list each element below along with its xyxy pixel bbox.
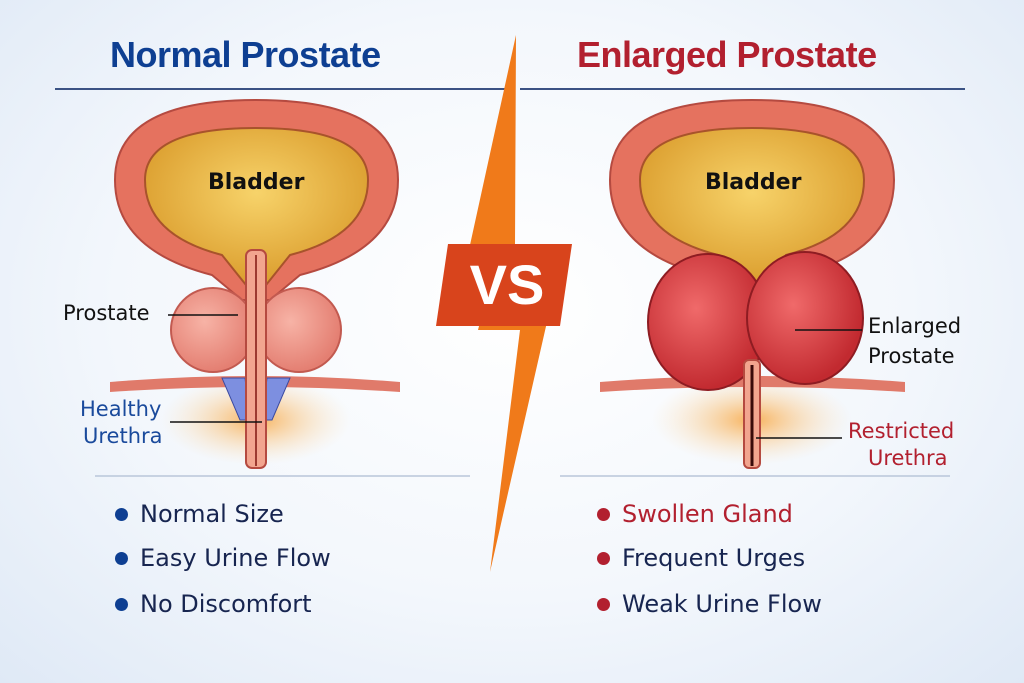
bullet-text: Normal Size xyxy=(140,500,284,528)
enlarged-prostate-title: Enlarged Prostate xyxy=(577,34,877,75)
bullet-text: No Discomfort xyxy=(140,590,312,618)
bladder-label-left: Bladder xyxy=(208,170,305,195)
enlarged-prostate-label-1: Enlarged xyxy=(868,314,962,338)
healthy-urethra-label-1: Healthy xyxy=(80,397,162,421)
bullet-dot xyxy=(597,507,610,521)
bullet-text: Frequent Urges xyxy=(622,544,806,572)
bullet-dot xyxy=(115,551,128,565)
vs-label: VS xyxy=(469,253,545,316)
bullet-dot xyxy=(115,597,128,611)
bullet-text: Weak Urine Flow xyxy=(622,590,822,618)
enlarged-prostate-label-2: Prostate xyxy=(868,344,955,368)
left-bullet-2: Easy Urine Flow xyxy=(115,544,331,572)
bullet-dot xyxy=(597,551,610,565)
restricted-urethra-label-2: Urethra xyxy=(868,446,948,470)
bullet-dot xyxy=(597,597,610,611)
bullet-dot xyxy=(115,507,128,521)
restricted-urethra-label-1: Restricted xyxy=(848,419,955,443)
healthy-urethra-label-2: Urethra xyxy=(83,424,163,448)
prostate-label: Prostate xyxy=(63,301,150,325)
bladder-label-right: Bladder xyxy=(705,170,802,195)
enlarged-prostate-illustration xyxy=(600,98,905,469)
normal-prostate-illustration xyxy=(110,98,400,469)
left-bullet-1: Normal Size xyxy=(115,500,284,528)
right-bullet-3: Weak Urine Flow xyxy=(597,590,822,618)
bullet-text: Easy Urine Flow xyxy=(140,544,331,572)
right-bullet-2: Frequent Urges xyxy=(597,544,805,572)
normal-prostate-title: Normal Prostate xyxy=(110,34,381,75)
vs-badge xyxy=(436,244,572,326)
right-bullet-1: Swollen Gland xyxy=(597,500,793,528)
bullet-text: Swollen Gland xyxy=(622,500,793,528)
left-bullet-3: No Discomfort xyxy=(115,590,312,618)
